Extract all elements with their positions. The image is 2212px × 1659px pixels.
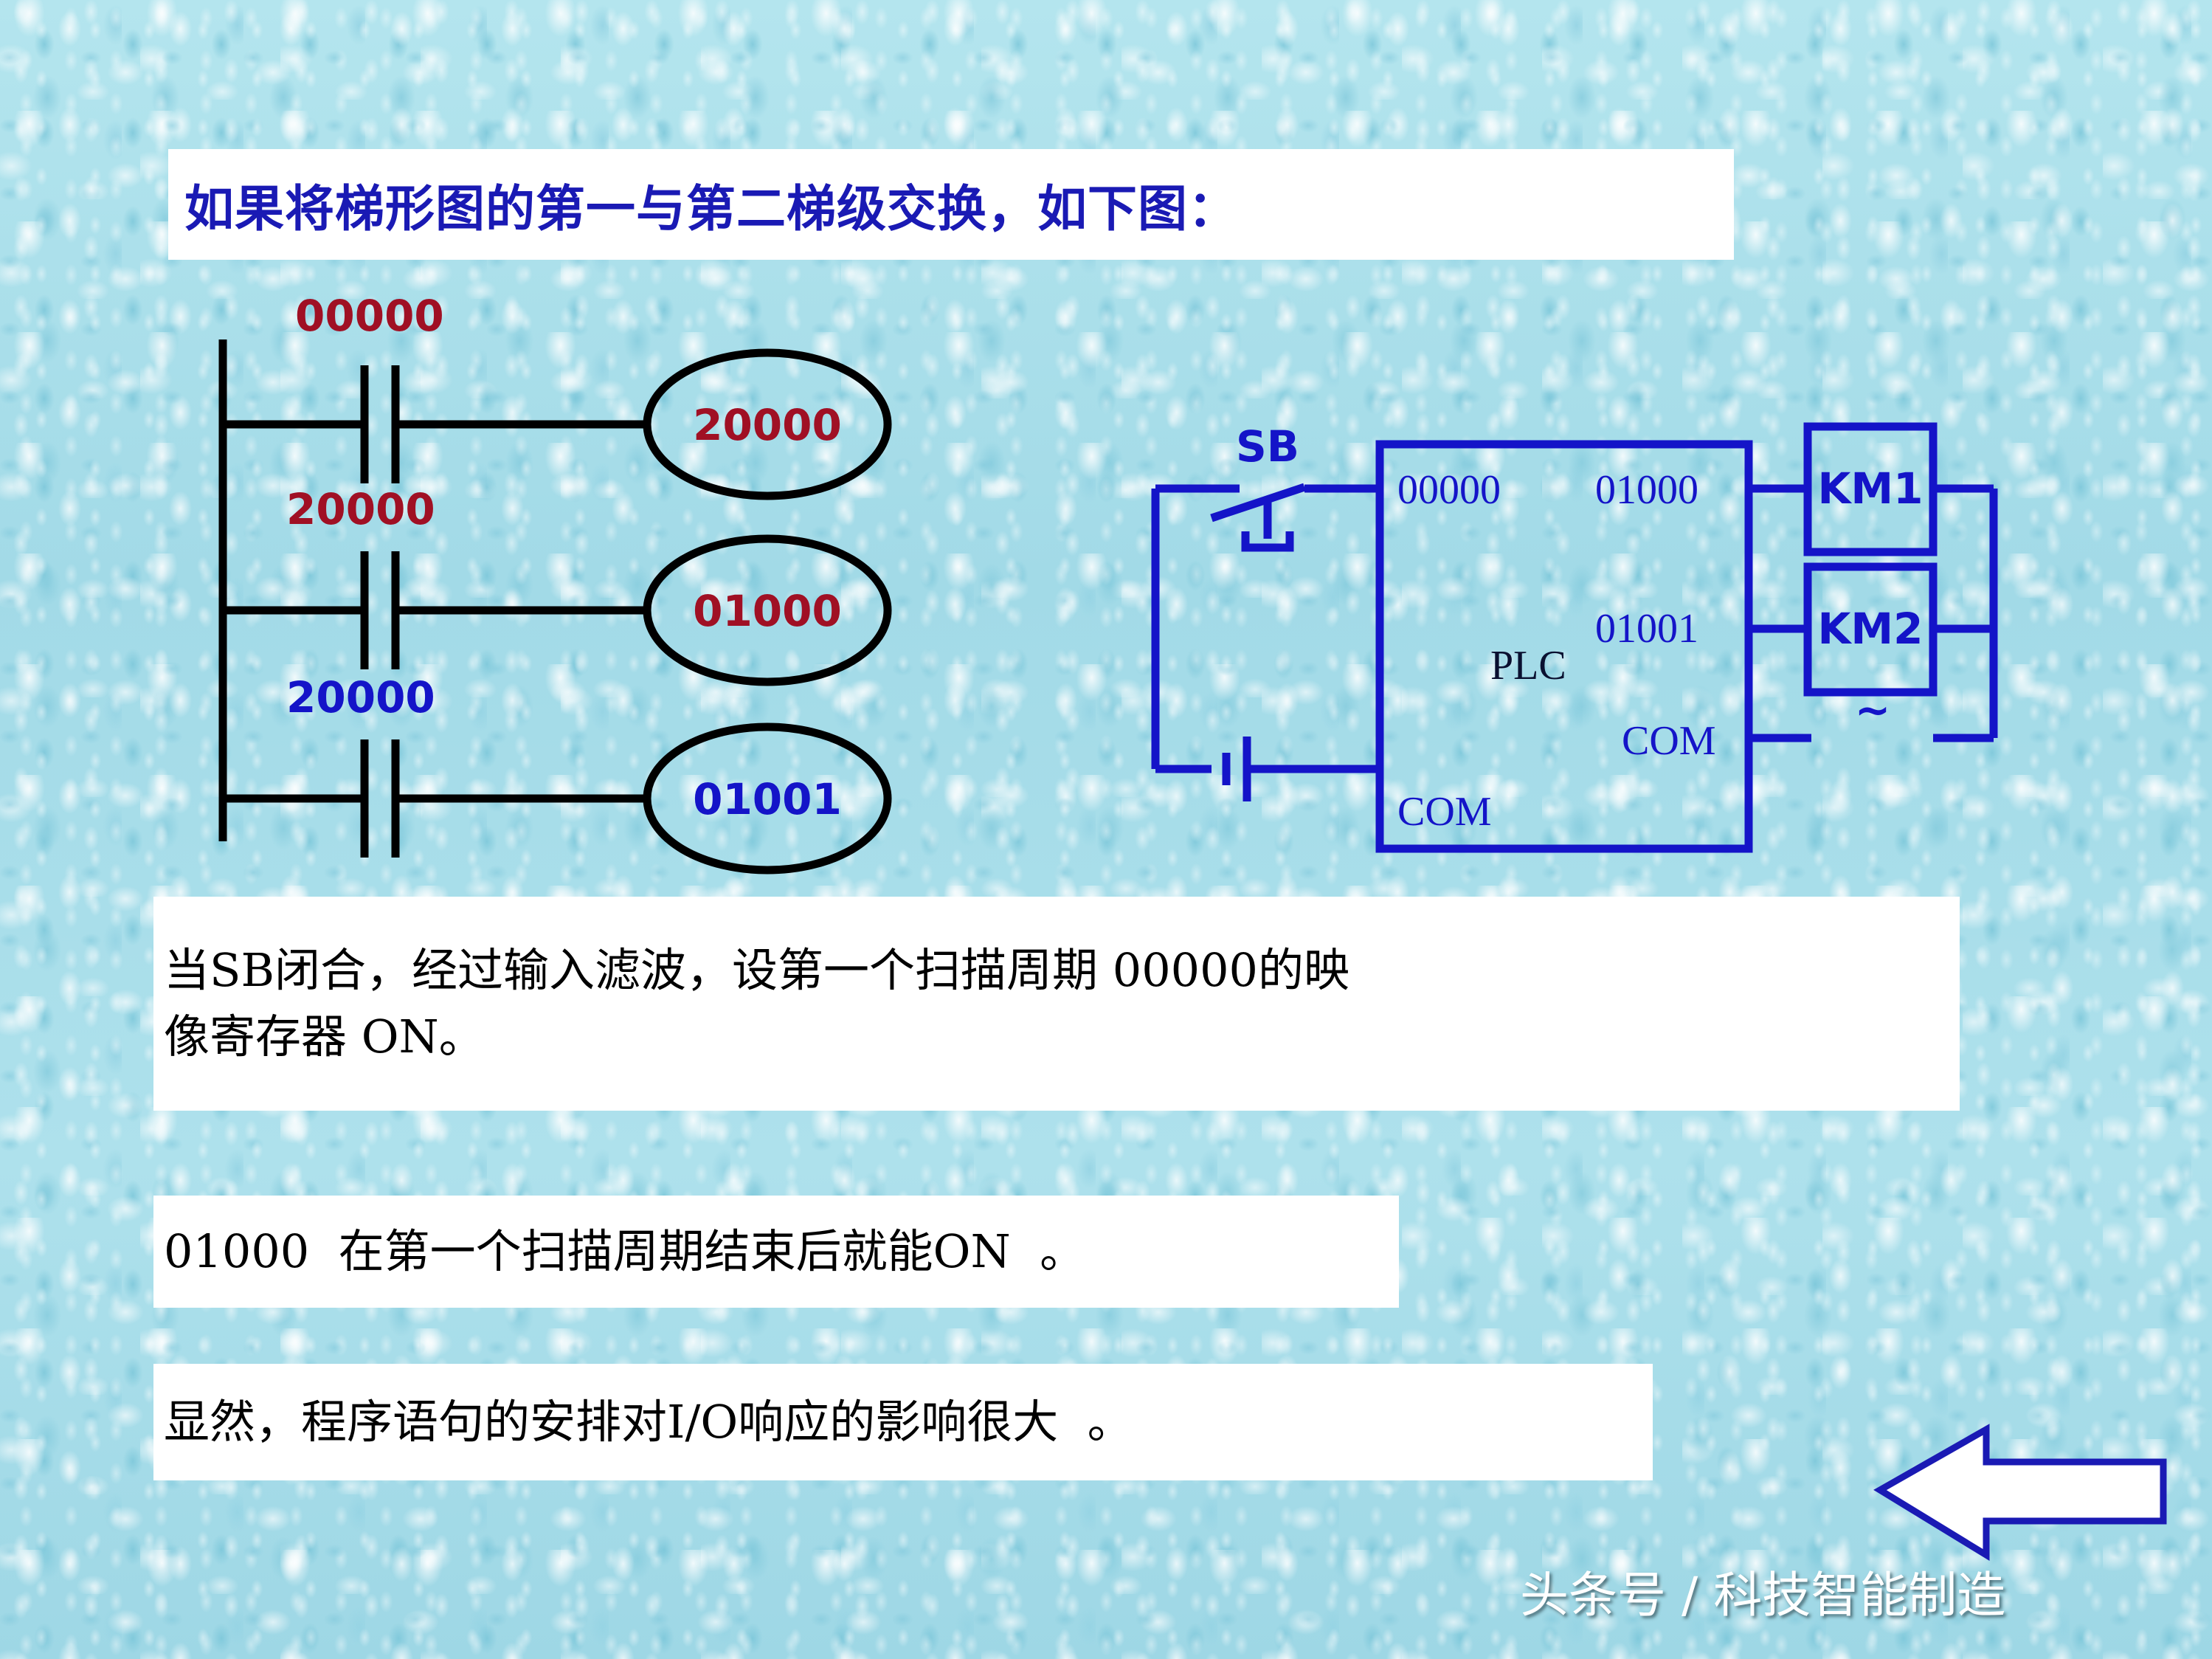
note-box-2: 01000 在第一个扫描周期结束后就能ON 。 bbox=[153, 1196, 1399, 1308]
coil-label-1: 20000 bbox=[693, 400, 842, 450]
plc-output-com-label: COM bbox=[1622, 718, 1716, 764]
note-box-1: 当SB闭合，经过输入滤波，设第一个扫描周期 00000的映 像寄存器 ON。 bbox=[153, 897, 1960, 1111]
coil-label-3: 01001 bbox=[693, 774, 842, 824]
contact-label-3: 20000 bbox=[286, 672, 435, 722]
ladder-diagram: 00000 20000 20000 20000 01000 01001 bbox=[218, 291, 892, 875]
sb-switch-blade bbox=[1210, 483, 1306, 522]
note-box-3: 显然，程序语句的安排对I/O响应的影响很大 。 bbox=[153, 1364, 1653, 1480]
contact-label-1: 00000 bbox=[295, 291, 444, 341]
rung2-coil bbox=[643, 534, 892, 686]
plc-wiring-diagram: SB PLC 00000 01000 01001 COM COM KM1 KM2… bbox=[1151, 421, 1998, 853]
left-arrow-icon bbox=[1873, 1424, 2167, 1562]
contact-label-2: 20000 bbox=[286, 484, 435, 534]
title-banner: 如果将梯形图的第一与第二梯级交换，如下图： bbox=[168, 149, 1734, 260]
rung3-coil bbox=[643, 722, 892, 875]
plc-label: PLC bbox=[1490, 643, 1566, 689]
note-text-2: 01000 在第一个扫描周期结束后就能ON 。 bbox=[164, 1224, 1086, 1279]
km1-label: KM1 bbox=[1817, 463, 1923, 514]
plc-box bbox=[1375, 440, 1753, 853]
page-title: 如果将梯形图的第一与第二梯级交换，如下图： bbox=[184, 179, 1238, 238]
watermark-label: 头条号 / 科技智能制造 bbox=[1520, 1567, 2006, 1624]
coil-label-2: 01000 bbox=[693, 586, 842, 636]
plc-input-terminal-label: 00000 bbox=[1397, 467, 1501, 513]
sb-label: SB bbox=[1236, 421, 1299, 472]
note-text-3: 显然，程序语句的安排对I/O响应的影响很大 。 bbox=[164, 1395, 1133, 1449]
note-text-1: 当SB闭合，经过输入滤波，设第一个扫描周期 00000的映 像寄存器 ON。 bbox=[164, 943, 1349, 1063]
arrow-shape bbox=[1873, 1424, 2167, 1562]
plc-output-terminal-label-2: 01001 bbox=[1595, 606, 1698, 652]
km2-label: KM2 bbox=[1817, 604, 1923, 654]
rung1-coil bbox=[643, 348, 892, 500]
plc-output-terminal-label-1: 01000 bbox=[1595, 467, 1698, 513]
plc-input-com-label: COM bbox=[1397, 789, 1492, 835]
sb-push-actuator bbox=[1241, 531, 1294, 552]
ac-source-symbol: ~ bbox=[1855, 685, 1891, 735]
